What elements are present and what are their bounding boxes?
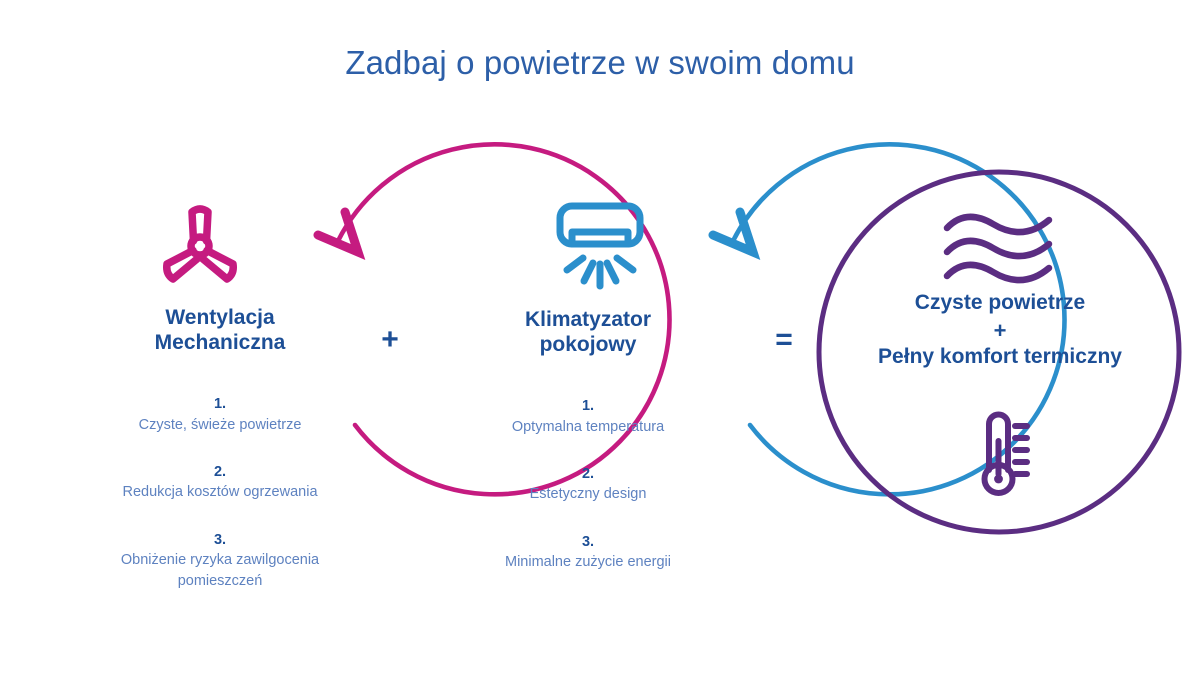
thermometer-icon — [963, 408, 1035, 505]
result-line-thermal-comfort: Pełny komfort termiczny — [878, 345, 1122, 369]
fan-icon — [152, 198, 248, 299]
list-item: 2. Redukcja kosztów ogrzewania — [48, 441, 392, 503]
list-item-text: Minimalne zużycie energii — [504, 554, 671, 571]
arrow-head-air-conditioner — [708, 207, 761, 261]
separator-plus: + — [381, 323, 399, 356]
section-result: Czyste powietrze + Pełny komfort termicz… — [810, 290, 1190, 371]
result-line-clean-air: Czyste powietrze — [914, 291, 1086, 314]
list-item-text: Estetyczny design — [529, 486, 647, 503]
section-heading-ventilation: Wentylacja Mechaniczna — [154, 306, 286, 354]
result-plus-symbol: + — [993, 317, 1007, 343]
arrow-head-ventilation — [313, 207, 366, 261]
list-item-number: 3. — [213, 531, 227, 548]
benefit-list-air-conditioner: 1. Optymalna temperatura 2. Estetyczny d… — [438, 376, 738, 573]
air-conditioner-icon — [546, 200, 654, 305]
list-item-number: 2. — [581, 465, 595, 482]
list-item: 3. Obniżenie ryzyka zawilgocenia pomiesz… — [48, 509, 392, 591]
separator-equals: = — [775, 323, 793, 356]
list-item-text: Czyste, świeże powietrze — [138, 416, 302, 433]
list-item-number: 1. — [581, 398, 595, 415]
list-item: 2. Estetyczny design — [438, 443, 738, 505]
section-air-conditioner: Klimatyzator pokojowy 1. Optymalna tempe… — [438, 308, 738, 579]
list-item-number: 2. — [213, 463, 227, 480]
list-item-text: Optymalna temperatura — [511, 418, 665, 435]
list-item: 1. Optymalna temperatura — [438, 376, 738, 438]
list-item-text: Obniżenie ryzyka zawilgocenia pomieszcze… — [120, 552, 320, 589]
page-title: Zadbaj o powietrze w swoim domu — [345, 44, 855, 81]
list-item-number: 3. — [581, 533, 595, 550]
list-item-number: 1. — [213, 396, 227, 413]
section-heading-air-conditioner: Klimatyzator pokojowy — [524, 308, 652, 356]
list-item-text: Redukcja kosztów ogrzewania — [122, 484, 318, 501]
benefit-list-ventilation: 1. Czyste, świeże powietrze 2. Redukcja … — [48, 374, 392, 592]
section-ventilation: Wentylacja Mechaniczna 1. Czyste, świeże… — [48, 306, 392, 597]
air-waves-icon — [941, 208, 1057, 289]
list-item: 3. Minimalne zużycie energii — [438, 511, 738, 573]
list-item: 1. Czyste, świeże powietrze — [48, 374, 392, 436]
